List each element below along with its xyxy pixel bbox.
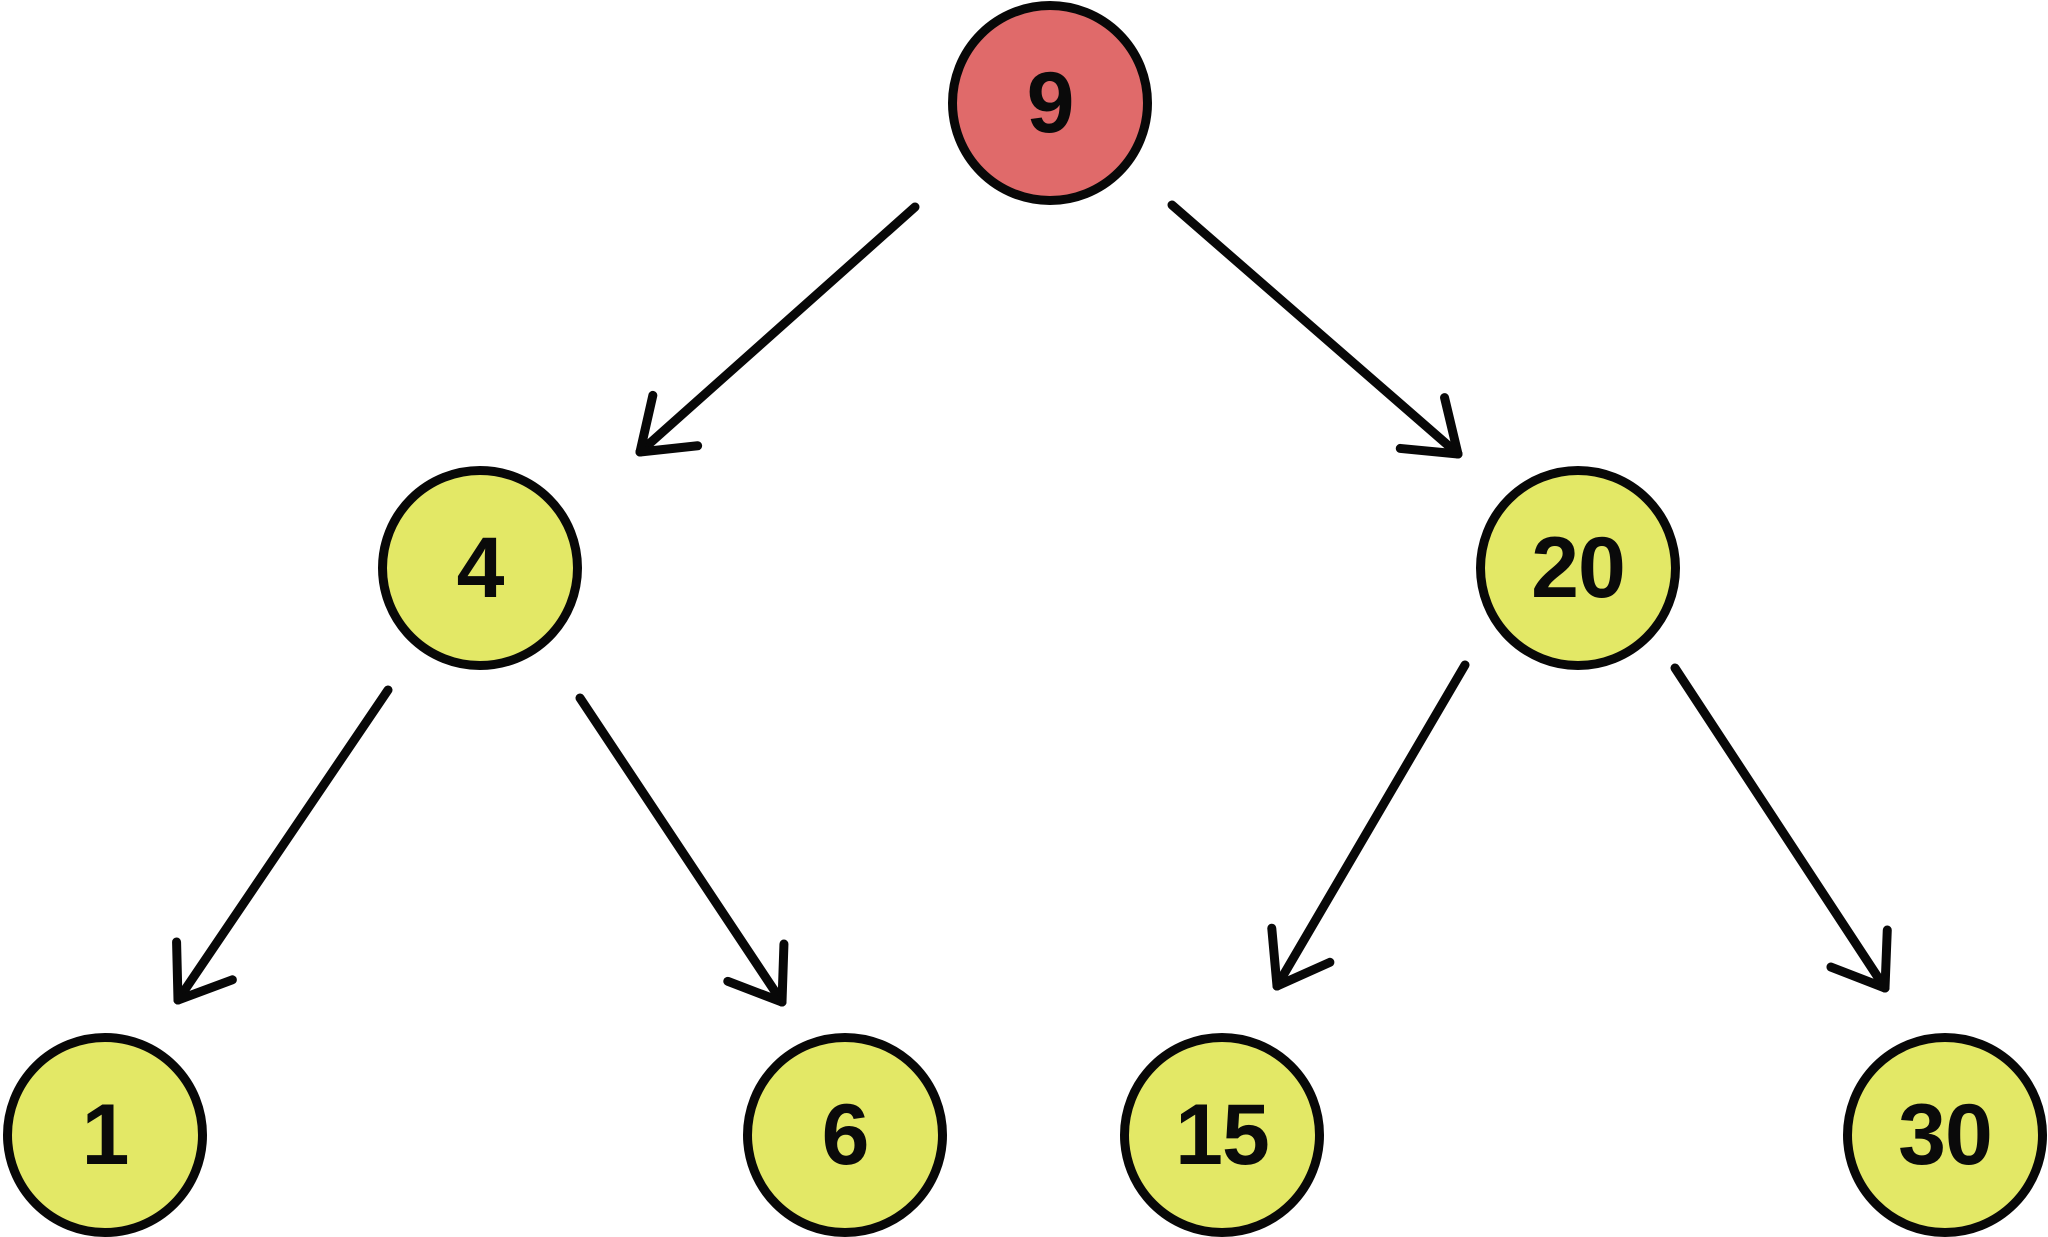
tree-node-15[interactable]: 15 [1120, 1033, 1324, 1237]
arrowhead-stroke-b [635, 441, 703, 457]
edge-line [1670, 663, 1890, 993]
tree-node-4[interactable]: 4 [378, 466, 582, 670]
tree-edge-n4-to-n1 [172, 685, 393, 1005]
arrowhead-stroke-b [1440, 393, 1463, 459]
tree-node-label: 4 [456, 520, 505, 616]
tree-node-label: 20 [1531, 520, 1626, 616]
edge-line [575, 693, 787, 1007]
tree-node-label: 15 [1175, 1087, 1270, 1183]
tree-node-label: 30 [1898, 1087, 1993, 1183]
tree-node-30[interactable]: 30 [1843, 1033, 2047, 1237]
edge-line [635, 202, 920, 457]
tree-edge-n20-to-n30 [1670, 663, 1892, 993]
arrowhead-stroke-b [777, 939, 789, 1007]
tree-node-9[interactable]: 9 [948, 1, 1152, 205]
arrowhead-stroke-b [1880, 925, 1892, 993]
tree-node-label: 1 [81, 1087, 130, 1183]
arrowhead-stroke-a [635, 390, 658, 457]
tree-node-label: 9 [1026, 55, 1075, 151]
tree-edge-n9-to-n20 [1167, 200, 1463, 459]
tree-node-6[interactable]: 6 [743, 1033, 947, 1237]
tree-edge-n4-to-n6 [575, 693, 789, 1007]
tree-node-label: 6 [821, 1087, 870, 1183]
arrowhead-stroke-a [172, 937, 183, 1005]
arrowhead-stroke-a [1826, 962, 1890, 993]
edge-line [1272, 660, 1470, 991]
edge-line [1167, 200, 1463, 459]
arrowhead-stroke-a [1267, 923, 1282, 991]
arrowhead-stroke-a [723, 976, 787, 1007]
arrowhead-stroke-b [1272, 957, 1335, 991]
tree-node-1[interactable]: 1 [3, 1033, 207, 1237]
arrowhead-stroke-a [1395, 443, 1463, 459]
tree-node-20[interactable]: 20 [1476, 466, 1680, 670]
edge-line [173, 685, 393, 1005]
tree-edge-n20-to-n15 [1267, 660, 1470, 991]
tree-edge-n9-to-n4 [635, 202, 920, 457]
arrowhead-stroke-b [173, 975, 237, 1005]
